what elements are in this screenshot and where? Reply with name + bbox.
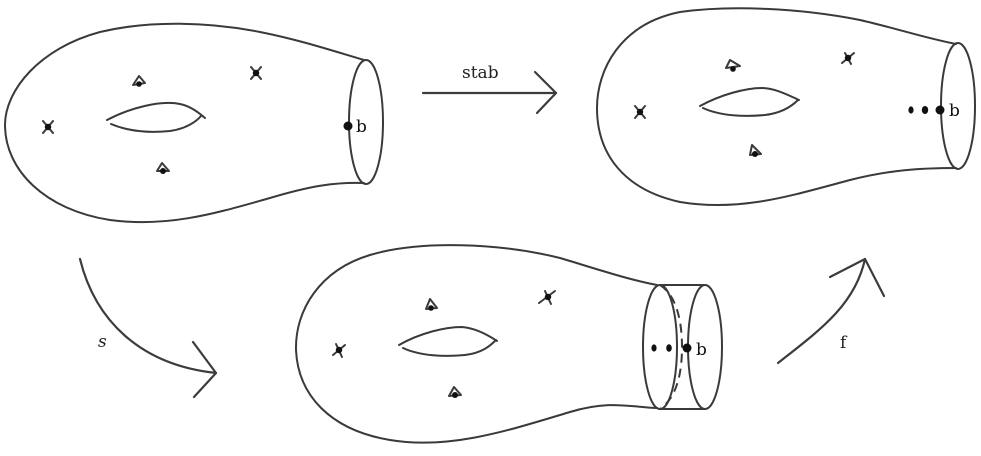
triangle-puncture-icon bbox=[132, 75, 146, 87]
cross-puncture-icon bbox=[332, 343, 346, 358]
collar-surface: b bbox=[294, 244, 723, 444]
marked-point-dot bbox=[666, 344, 672, 352]
basepoint-dot bbox=[682, 343, 692, 353]
f-arrow: f bbox=[776, 257, 886, 365]
marked-point-dot bbox=[908, 106, 914, 114]
cross-puncture-icon bbox=[538, 290, 556, 305]
genus-handle bbox=[398, 326, 498, 357]
triangle-puncture-icon bbox=[425, 298, 438, 311]
cross-puncture-icon bbox=[42, 120, 54, 134]
surface-outline bbox=[294, 244, 658, 444]
genus-handle bbox=[699, 87, 800, 117]
triangle-puncture-icon bbox=[749, 144, 762, 157]
basepoint-dot bbox=[935, 105, 945, 115]
arrow-label: stab bbox=[462, 63, 499, 83]
arrow-label: f bbox=[840, 333, 848, 353]
stab-arrow: stab bbox=[421, 63, 558, 115]
cross-puncture-icon bbox=[634, 105, 646, 119]
s-arrow: s bbox=[78, 257, 218, 399]
cross-puncture-icon bbox=[841, 52, 855, 65]
basepoint-label: b bbox=[949, 101, 960, 121]
basepoint-label: b bbox=[696, 340, 707, 360]
triangle-puncture-icon bbox=[725, 59, 741, 72]
surface-outline bbox=[4, 22, 365, 224]
arrowhead-icon bbox=[828, 257, 886, 298]
basepoint-label: b bbox=[356, 117, 367, 137]
arrowhead-icon bbox=[191, 340, 218, 399]
source-surface: b bbox=[4, 22, 384, 224]
arrowhead-icon bbox=[533, 70, 558, 115]
marked-point-dot bbox=[651, 344, 657, 352]
marked-point-dot bbox=[921, 106, 929, 114]
surface-outline bbox=[596, 7, 957, 207]
arrow-label: s bbox=[98, 332, 107, 352]
basepoint-dot bbox=[343, 121, 353, 131]
triangle-puncture-icon bbox=[156, 162, 170, 174]
triangle-puncture-icon bbox=[448, 386, 462, 398]
stabilized-surface: b bbox=[596, 7, 976, 207]
genus-handle bbox=[106, 102, 206, 133]
cross-puncture-icon bbox=[250, 66, 262, 80]
